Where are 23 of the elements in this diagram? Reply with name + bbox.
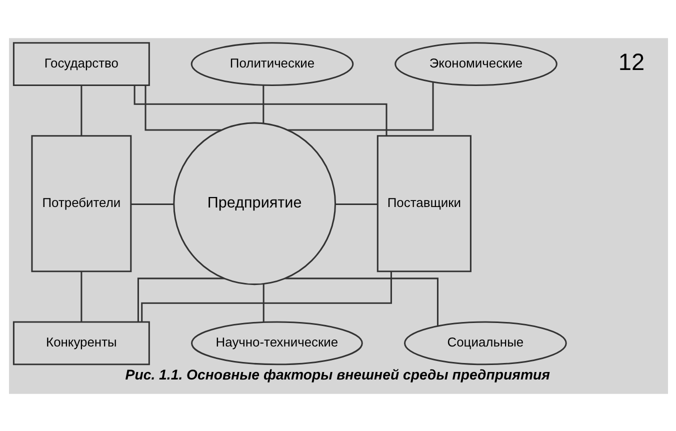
node-box: Конкуренты [12, 320, 150, 365]
node-box: Потребители [30, 134, 132, 272]
connector [334, 202, 377, 204]
caption: Рис. 1.1. Основные факторы внешней среды предприятия [124, 366, 550, 382]
connector [262, 84, 264, 123]
connector [140, 271, 392, 322]
connector [136, 277, 224, 322]
node-circle: Предприятие [172, 122, 336, 285]
connector [80, 270, 82, 322]
node-ellipse: Экономические [394, 42, 557, 86]
node-ellipse: Научно-технические [190, 320, 362, 365]
connector [144, 84, 221, 130]
connector [262, 284, 264, 322]
connector [130, 202, 174, 204]
node-ellipse: Социальные [404, 320, 566, 365]
node-ellipse: Политические [190, 42, 354, 86]
connector [133, 84, 387, 136]
node-box: Поставщики [376, 134, 471, 272]
label: 12 [618, 48, 644, 74]
connector [287, 82, 434, 130]
node-box: Государство [12, 42, 150, 86]
connector [284, 277, 438, 326]
connector [80, 85, 82, 136]
